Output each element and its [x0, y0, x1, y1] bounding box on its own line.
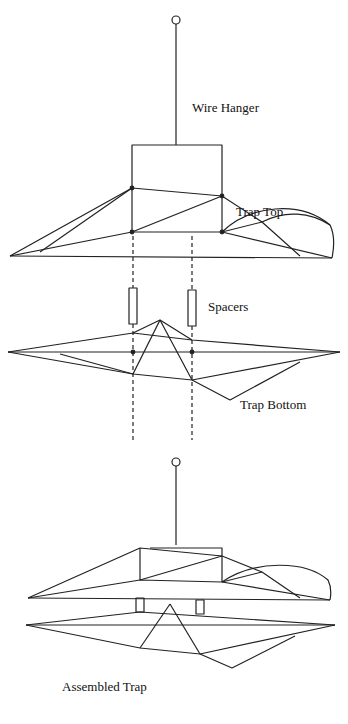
part-label: Wire Hanger — [192, 101, 259, 115]
hanger-ring — [172, 16, 180, 24]
spacer — [188, 290, 196, 326]
caption-label: Assembled Trap — [62, 680, 147, 694]
part-label: Spacers — [208, 300, 248, 314]
part-label: Trap Top — [236, 205, 283, 219]
hanger-wire — [175, 24, 176, 145]
trap-bottom — [8, 320, 340, 400]
hanger-frame — [132, 145, 222, 196]
alignment-line — [133, 236, 192, 440]
assembled-trap — [26, 458, 335, 668]
spacer — [129, 288, 137, 324]
trap-top — [10, 188, 334, 258]
part-label: Trap Bottom — [240, 398, 306, 412]
